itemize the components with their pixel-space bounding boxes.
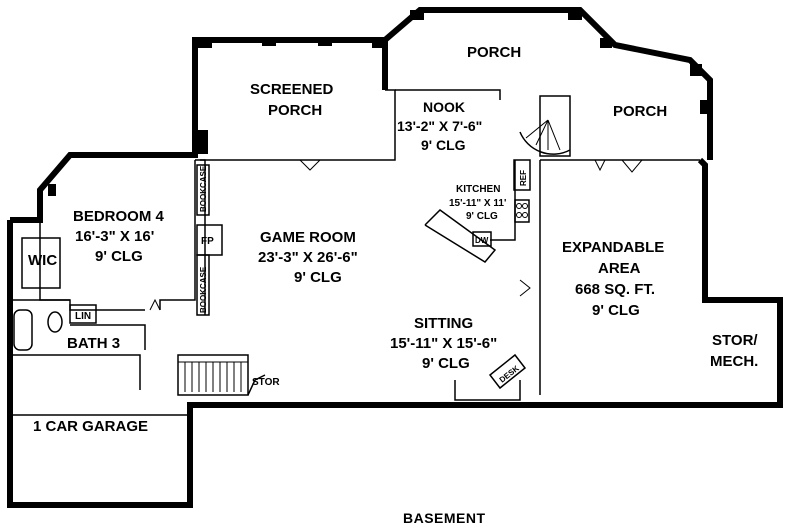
bedroom4-size: 16'-3" X 16' [75, 228, 154, 245]
expandable-area-size: 668 SQ. FT. [575, 281, 655, 298]
bath3-label: BATH 3 [67, 335, 120, 352]
spiral-stair [519, 95, 571, 157]
stor-mech-line1: STOR/ [712, 332, 758, 349]
sitting-size: 15'-11" X 15'-6" [390, 335, 497, 352]
kitchen-fixtures: DW REF [424, 159, 531, 263]
sitting-name: SITTING [414, 315, 473, 332]
sitting-ceiling: 9' CLG [422, 355, 470, 372]
door-swings [149, 159, 643, 311]
ref-label: REF [519, 170, 528, 186]
screened-porch-line1: SCREENED [250, 81, 334, 98]
bedroom4-ceiling: 9' CLG [95, 248, 143, 265]
interior-walls [10, 159, 700, 416]
dw-label: DW [475, 236, 489, 245]
nook-ceiling: 9' CLG [421, 137, 466, 153]
garage-label: 1 CAR GARAGE [33, 418, 148, 435]
bedroom4-name: BEDROOM 4 [73, 208, 165, 225]
nook-name: NOOK [423, 99, 465, 115]
game-room-ceiling: 9' CLG [294, 269, 342, 286]
bookcase-label-bottom: BOOKCASE [199, 266, 208, 313]
nook-size: 13'-2" X 7'-6" [397, 118, 482, 134]
wic-closet [21, 237, 61, 289]
bath-fixtures [13, 304, 97, 351]
expandable-line1: EXPANDABLE [562, 239, 664, 256]
stor-label: STOR [252, 377, 280, 388]
fireplace-label: FP [201, 236, 214, 247]
porch-top-label: PORCH [467, 44, 521, 61]
main-stair [177, 354, 266, 396]
kitchen-name: KITCHEN [456, 184, 500, 195]
wic-label: WIC [28, 252, 57, 269]
expandable-line2: AREA [598, 260, 641, 277]
stor-mech-line2: MECH. [710, 353, 758, 370]
bookcase-label-top: BOOKCASE [199, 165, 208, 212]
game-room-size: 23'-3" X 26'-6" [258, 249, 358, 266]
lin-label: LIN [75, 311, 91, 322]
porch-columns [48, 10, 710, 196]
expandable-ceiling: 9' CLG [592, 302, 640, 319]
game-room-name: GAME ROOM [260, 229, 356, 246]
kitchen-size: 15'-11" X 11' [449, 198, 506, 209]
plan-title: BASEMENT [403, 510, 486, 526]
porch-right-label: PORCH [613, 103, 667, 120]
screened-porch-line2: PORCH [268, 102, 322, 119]
kitchen-ceiling: 9' CLG [466, 211, 498, 222]
fireplace-wall: BOOKCASE BOOKCASE FP [196, 164, 223, 316]
